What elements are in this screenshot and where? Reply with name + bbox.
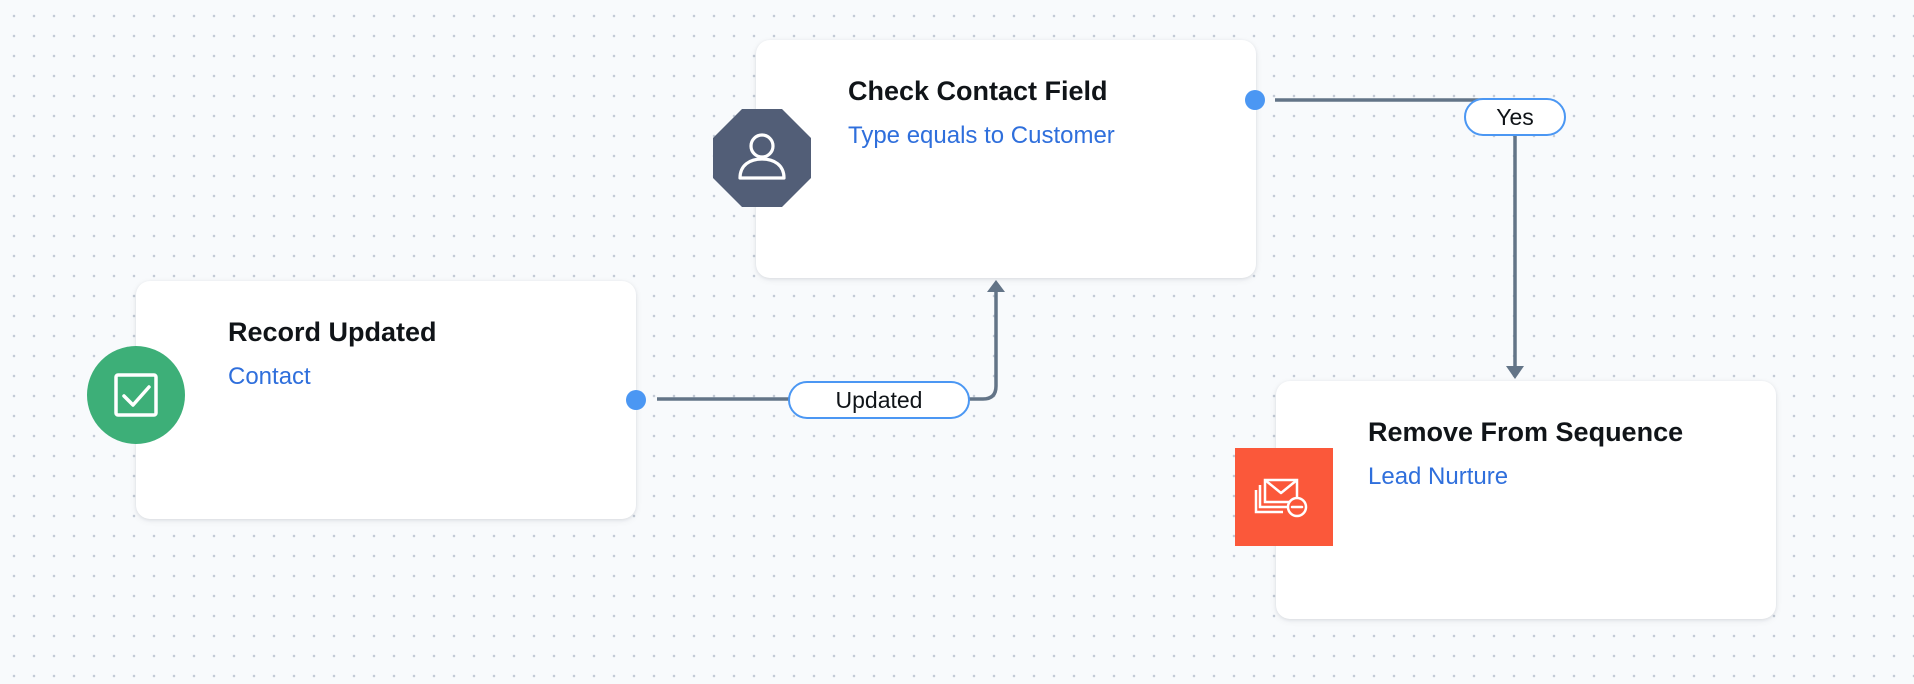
node-title: Check Contact Field	[848, 76, 1108, 106]
node-subtitle[interactable]: Lead Nurture	[1368, 463, 1509, 490]
node-remove-from-sequence[interactable]: Remove From Sequence Lead Nurture	[1276, 381, 1776, 619]
node-check-contact-field[interactable]: Check Contact Field Type equals to Custo…	[756, 40, 1256, 278]
node-subtitle[interactable]: Type equals to Customer	[848, 122, 1115, 149]
output-port-check-contact-field[interactable]	[1245, 90, 1265, 110]
node-subtitle[interactable]: Contact	[228, 363, 311, 390]
arrow-up-head	[987, 280, 1005, 292]
mail-remove-icon	[1235, 448, 1333, 546]
node-record-updated[interactable]: Record Updated Contact	[136, 281, 636, 519]
edge-label-updated[interactable]: Updated	[788, 381, 970, 419]
node-title: Record Updated	[228, 317, 437, 347]
node-title: Remove From Sequence	[1368, 417, 1684, 447]
connector-yes	[1275, 98, 1517, 368]
edge-label-yes[interactable]: Yes	[1464, 98, 1566, 136]
user-icon	[713, 109, 811, 207]
checkbox-icon	[87, 346, 185, 444]
output-port-record-updated[interactable]	[626, 390, 646, 410]
arrow-down-head	[1506, 366, 1524, 379]
